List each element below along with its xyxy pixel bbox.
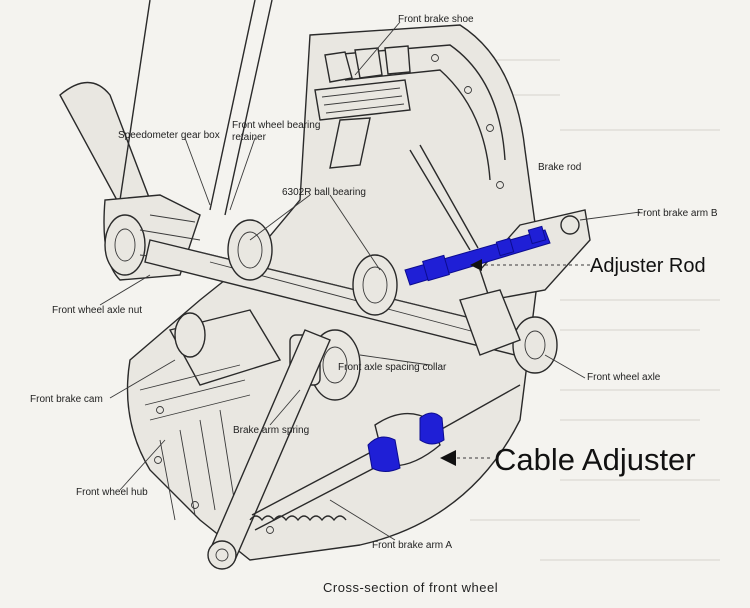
ball-bearings	[227, 219, 398, 316]
label-front-brake-shoe: Front brake shoe	[398, 14, 474, 25]
label-cable-adjuster: Cable Adjuster	[494, 442, 696, 477]
label-adjuster-rod: Adjuster Rod	[590, 255, 706, 277]
label-front-wheel-axle-nut: Front wheel axle nut	[52, 305, 142, 316]
label-front-brake-arm-a: Front brake arm A	[372, 540, 452, 551]
label-ball-bearing: 6302R ball bearing	[282, 187, 366, 198]
leader-lines	[99, 21, 641, 541]
front-brake-shoe	[314, 45, 411, 169]
label-front-wheel-hub: Front wheel hub	[76, 487, 148, 498]
fork-tubes	[59, 0, 273, 216]
adjuster-rod-arrowhead	[470, 259, 482, 271]
label-brake-arm-spring: Brake arm spring	[233, 425, 309, 436]
cable-adjuster-highlight	[367, 412, 445, 472]
label-front-brake-arm-b: Front brake arm B	[637, 208, 718, 219]
label-speedometer-gear-box: Speedometer gear box	[118, 130, 220, 141]
label-front-wheel-axle: Front wheel axle	[587, 372, 661, 383]
label-front-wheel-bearing-retainer-line1: Front wheel bearing	[232, 120, 320, 131]
caption: Cross-section of front wheel	[323, 580, 498, 595]
label-front-wheel-bearing-retainer-line2: retainer	[232, 132, 267, 143]
label-front-brake-cam: Front brake cam	[30, 394, 103, 405]
front-brake-arm-b	[459, 209, 591, 356]
brake-arm-spring	[249, 449, 381, 531]
adjuster-rod-highlight	[404, 225, 551, 286]
front-brake-cam	[139, 309, 282, 521]
label-front-axle-spacing-collar: Front axle spacing collar	[338, 362, 447, 373]
cable-adjuster-arrowhead	[440, 450, 456, 466]
background-page-lines	[470, 59, 720, 561]
front-brake-arm-a	[207, 329, 331, 570]
label-brake-rod: Brake rod	[538, 162, 581, 173]
brake-rod	[409, 144, 479, 251]
